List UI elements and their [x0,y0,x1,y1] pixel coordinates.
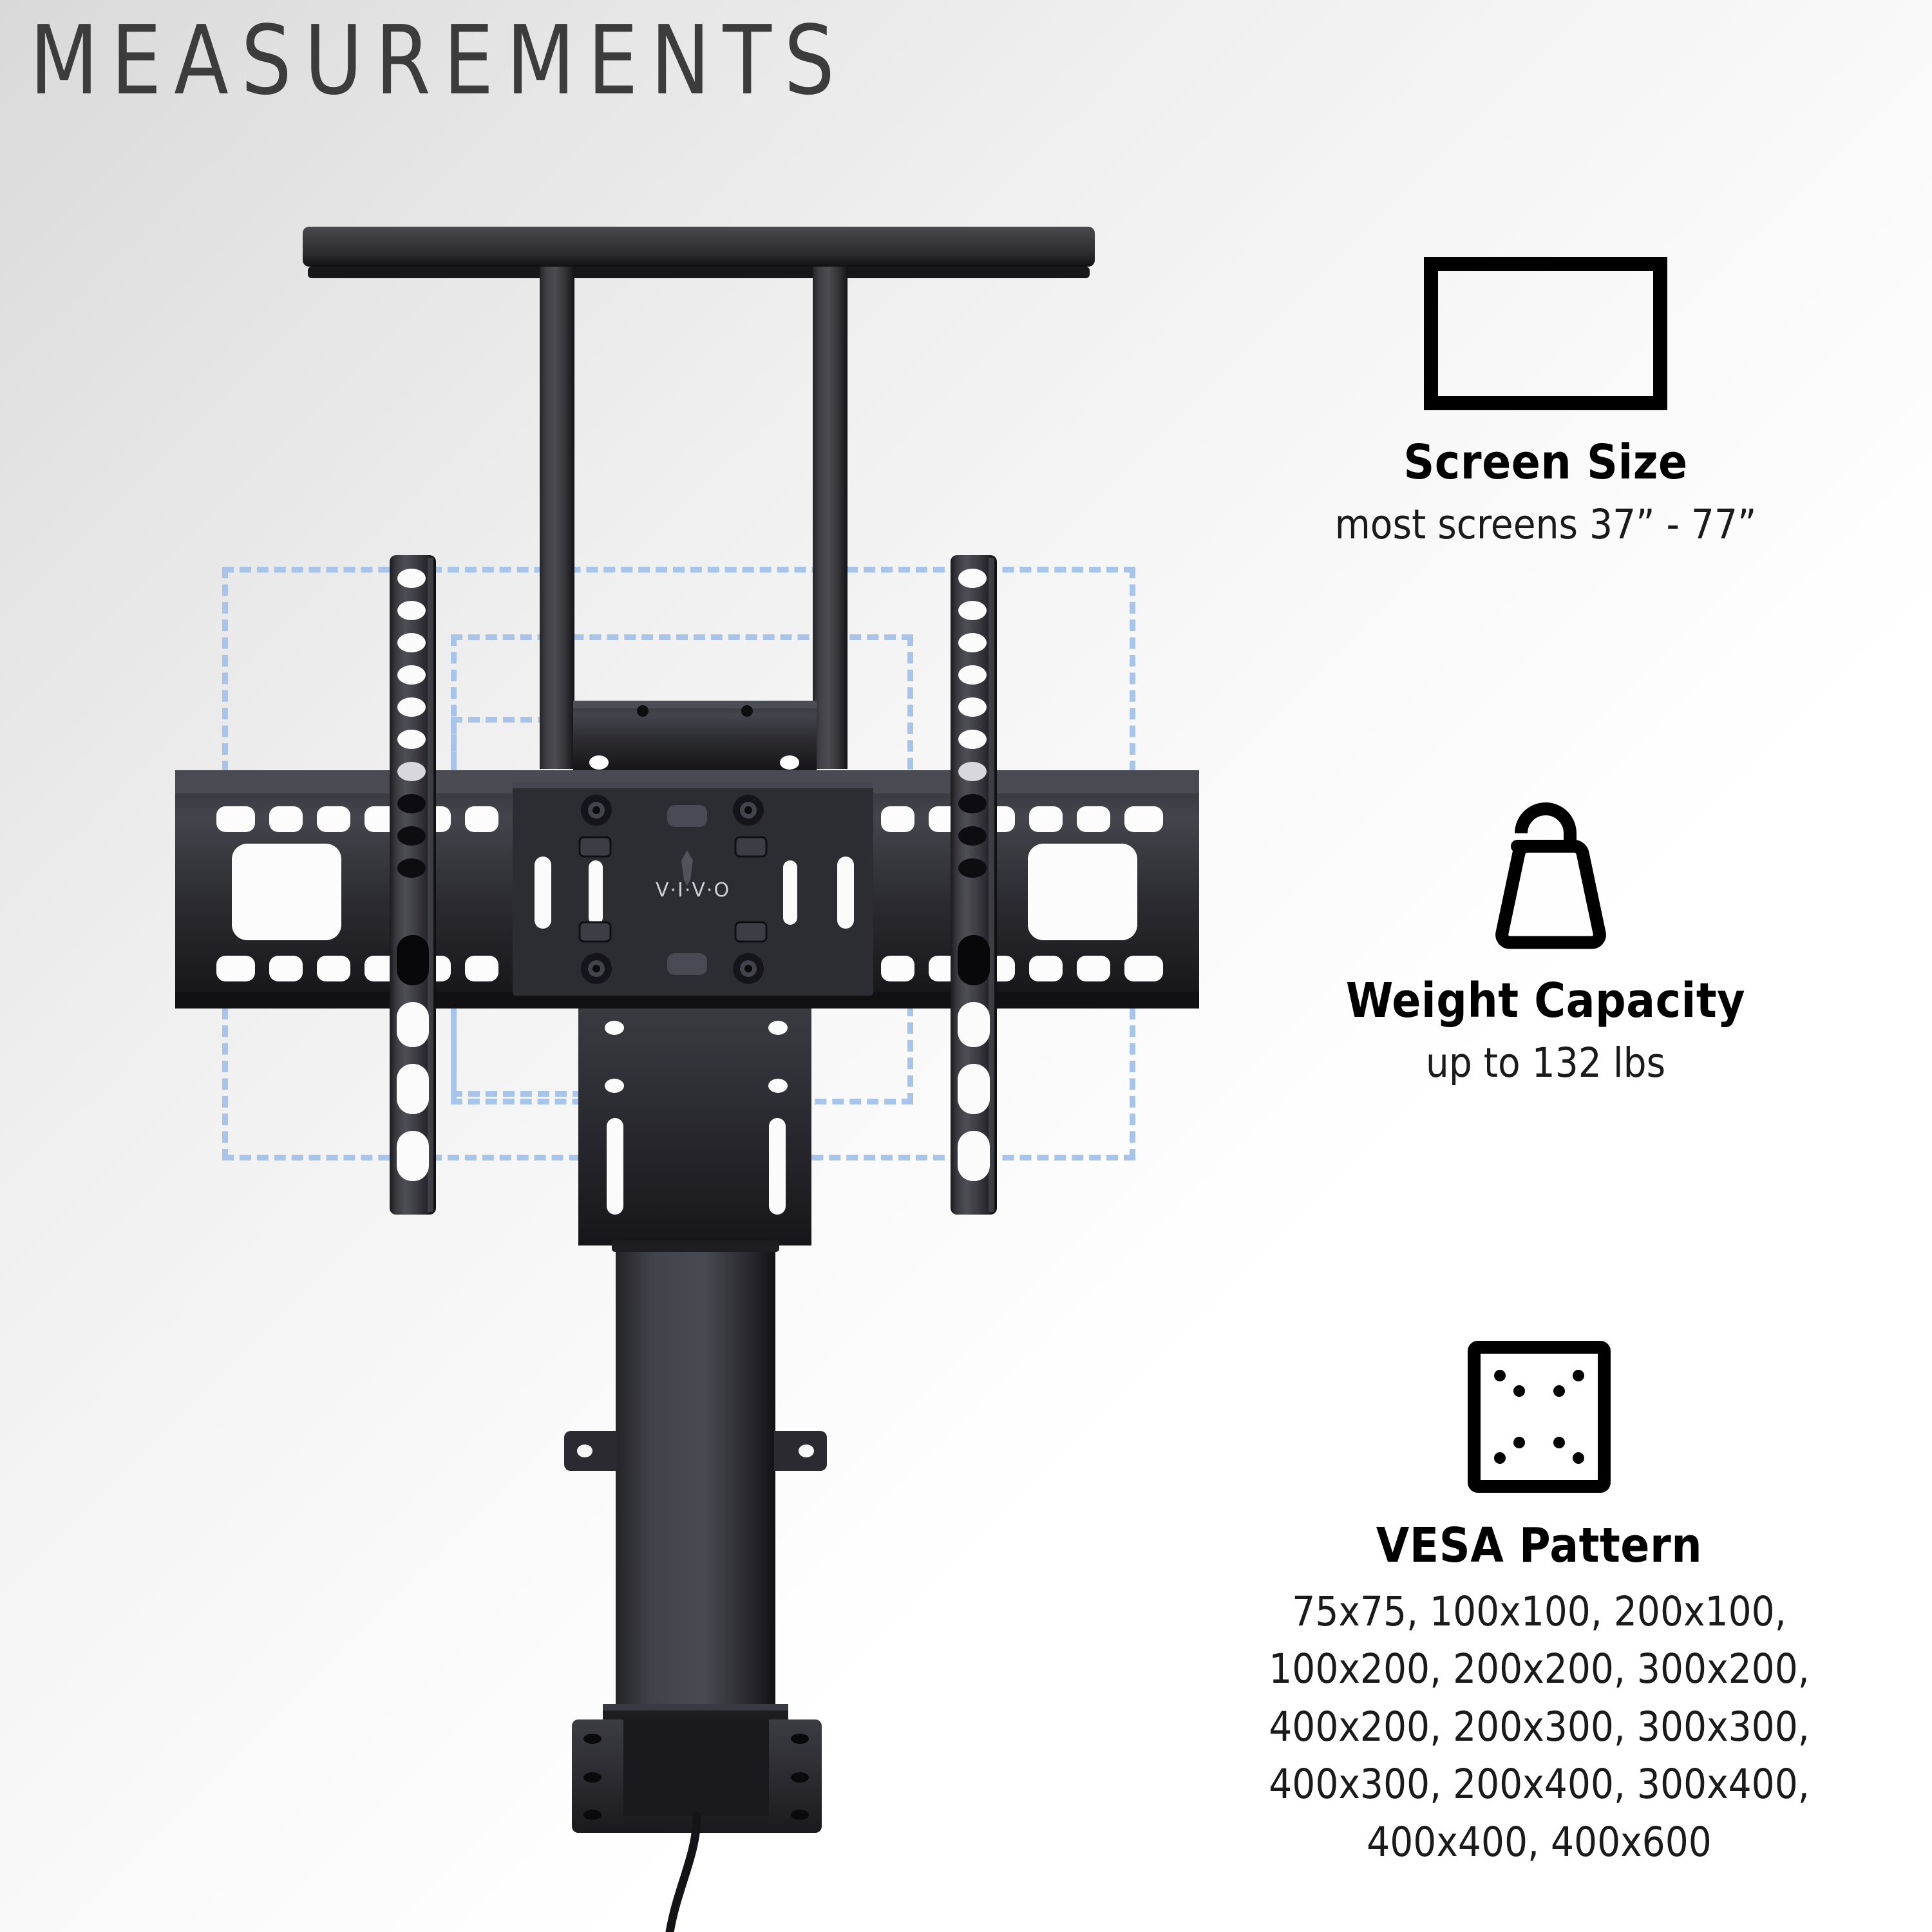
vesa-line: 75x75, 100x100, 200x100, [1292,1587,1786,1635]
left-vertical-rail [390,555,436,1215]
right-vertical-rail [951,555,997,1215]
vesa-line: 400x200, 200x300, 300x300, [1269,1703,1810,1750]
screen-rectangle-icon [1224,256,1868,411]
power-cable [665,1812,701,1932]
spec-vesa-pattern-detail: 75x75, 100x100, 200x100, 100x200, 200x20… [1153,1583,1926,1871]
base-plate [572,1719,822,1833]
spec-screen-size: Screen Size most screens 37” - 77” [1224,256,1868,550]
mount-svg: V·I·V·O [175,227,1199,1932]
vesa-line: 400x300, 200x400, 300x400, [1269,1761,1810,1808]
page-title: MEASUREMENTS [30,5,848,116]
vertical-posts [540,267,848,769]
vesa-line: 400x400, 400x600 [1367,1818,1712,1866]
vesa-plate-icon [1153,1340,1926,1494]
vivo-logo-text: V·I·V·O [656,879,730,902]
vesa-line: 100x200, 200x200, 300x200, [1269,1645,1810,1693]
tv-wall-bracket: V·I·V·O [175,770,1199,1009]
column-mount-tabs [564,1431,827,1471]
spec-screen-size-title: Screen Size [1403,435,1688,490]
lower-mount-plate [578,1009,811,1245]
spec-vesa-pattern-title: VESA Pattern [1376,1518,1703,1573]
top-shelf-bar [303,227,1095,278]
spec-weight-capacity: Weight Capacity up to 132 lbs [1224,791,1868,1088]
spec-vesa-pattern: VESA Pattern 75x75, 100x100, 200x100, 10… [1153,1340,1926,1871]
spec-weight-capacity-title: Weight Capacity [1345,973,1746,1028]
weight-block-icon [1224,791,1868,952]
spec-screen-size-detail: most screens 37” - 77” [1334,500,1757,548]
product-illustration: V·I·V·O [175,227,1199,1932]
spec-weight-capacity-detail: up to 132 lbs [1425,1039,1666,1086]
lift-carriage-box [573,701,817,773]
